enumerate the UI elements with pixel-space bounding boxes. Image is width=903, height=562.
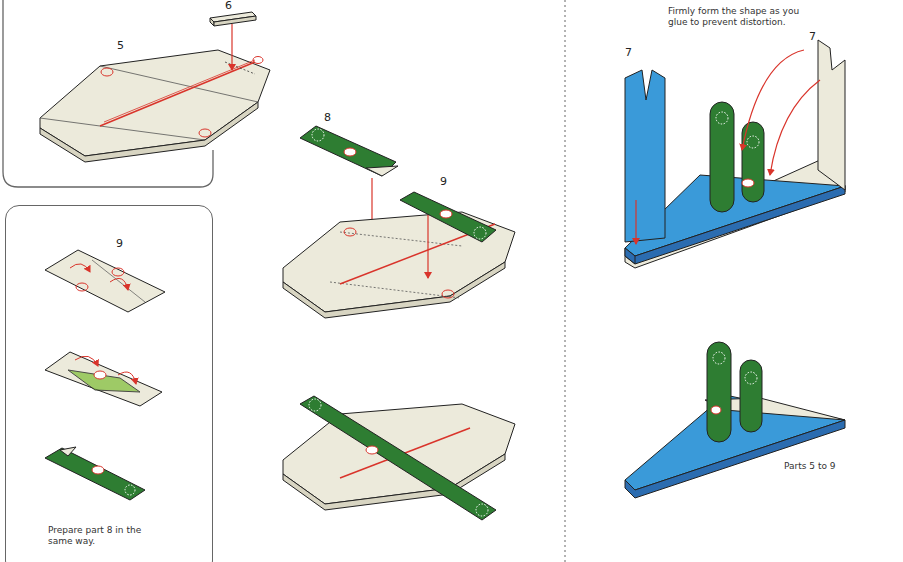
stand-assembly: [710, 102, 734, 212]
caption-text: Parts 5 to 9: [784, 461, 864, 472]
callout-number: 7: [809, 31, 829, 42]
fold-steps: [76, 283, 88, 291]
fold-steps: [45, 250, 165, 500]
finished-stand: [707, 342, 731, 442]
stand-assembly: [742, 50, 804, 150]
fold-steps: [45, 448, 145, 500]
finished-stand: [713, 352, 725, 364]
callout-number: 5: [117, 40, 137, 51]
finished-stand: [625, 420, 845, 498]
part-6-tab: [214, 16, 256, 26]
finished-stand: [625, 342, 845, 498]
callout-number: 6: [225, 0, 245, 11]
fold-steps: [92, 466, 104, 474]
part-5-board: [344, 228, 356, 236]
part-6-tab: [210, 18, 214, 26]
assembled-plane: [283, 396, 515, 520]
fold-steps: [112, 268, 124, 276]
stand-assembly: [625, 40, 845, 268]
finished-stand: [711, 406, 721, 414]
part-5-board: [40, 118, 205, 140]
assembled-plane: [309, 399, 321, 411]
note-text: Prepare part 8 in the same way.: [48, 525, 158, 547]
part-9-strip: [427, 215, 428, 278]
part-5-board: [101, 68, 113, 76]
stand-assembly: [716, 112, 728, 124]
part-6-tab: [210, 12, 256, 70]
stand-assembly: [818, 40, 845, 190]
assembled-plane: [366, 446, 378, 454]
fold-steps: [118, 372, 136, 384]
part-5-board: [330, 282, 460, 298]
part-9-strip: [440, 210, 452, 218]
fold-steps: [125, 485, 135, 495]
part-5-board: [40, 102, 258, 162]
instruction-note: Firmly form the shape as you glue to pre…: [668, 6, 813, 28]
part-5-board: [253, 57, 263, 64]
stand-assembly: [770, 80, 820, 175]
fold-steps: [94, 371, 106, 379]
stand-assembly: [625, 70, 665, 242]
callout-number: 9: [440, 176, 460, 187]
part-9-strip: [400, 192, 496, 278]
panel-separator: [565, 0, 566, 562]
part-5-board: [100, 66, 258, 102]
part-5-board: [442, 290, 454, 298]
fold-steps: [45, 250, 165, 312]
part-5-board: [283, 262, 505, 318]
assembled-plane: [476, 504, 488, 516]
fold-steps: [70, 264, 90, 272]
fold-steps: [60, 447, 76, 456]
part-8-strip: [344, 148, 356, 156]
callout-number: 8: [324, 112, 344, 123]
fold-steps: [110, 278, 128, 290]
finished-stand: [740, 360, 762, 432]
fold-steps: [68, 370, 140, 392]
part-8-strip: [366, 166, 398, 176]
stand-assembly: [635, 200, 636, 244]
panel-separator: [3, 0, 565, 562]
part-8-strip: [312, 129, 324, 141]
fold-steps: [45, 352, 162, 406]
fold-steps: [75, 356, 98, 366]
part-9-strip: [474, 227, 486, 239]
callout-number: 9: [116, 238, 136, 249]
inset-panel: 9Prepare part 8 in the same way.: [5, 205, 213, 562]
part-5-board: [100, 62, 255, 126]
finished-stand: [745, 372, 757, 384]
finished-stand: [625, 395, 845, 490]
stand-assembly: [625, 248, 635, 264]
part-5-board: [283, 212, 515, 312]
part-5-board: [40, 50, 270, 156]
stand-assembly: [742, 179, 754, 187]
assembled-plane: [300, 396, 496, 520]
callout-number: 7: [625, 47, 645, 58]
part-6-tab: [231, 24, 232, 70]
fold-steps: [92, 260, 145, 302]
part-5-board: [199, 129, 211, 137]
part-5-board: [225, 62, 255, 74]
part-9-strip: [400, 192, 496, 242]
part-5-board: [40, 50, 270, 162]
stand-assembly: [747, 136, 759, 148]
